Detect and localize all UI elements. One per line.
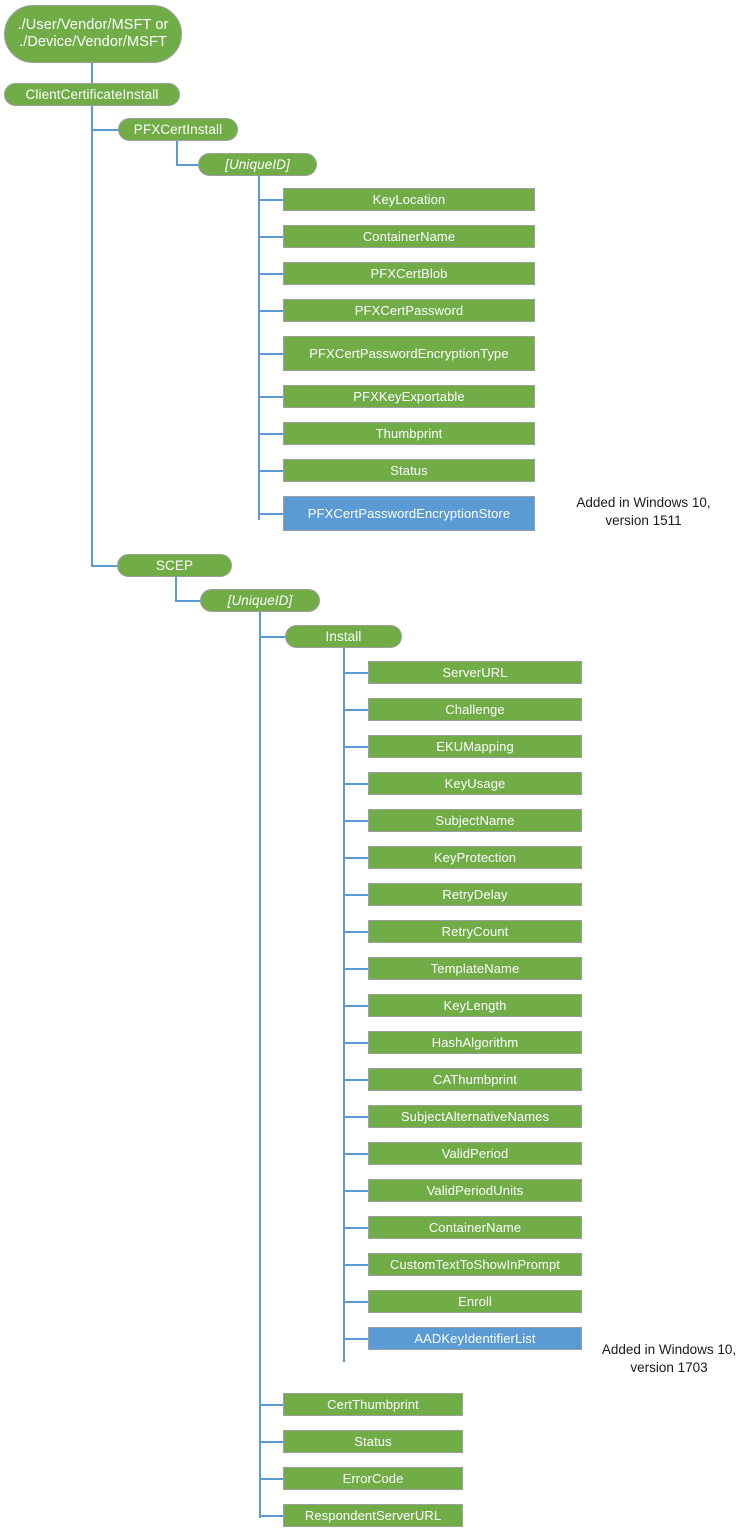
node-leaf[interactable]: EKUMapping <box>368 735 582 758</box>
node-root[interactable]: ./User/Vendor/MSFT or ./Device/Vendor/MS… <box>4 5 182 63</box>
connector-stub <box>343 1005 368 1007</box>
connector-stub <box>343 894 368 896</box>
connector-stub <box>258 433 283 435</box>
connector-stub <box>343 709 368 711</box>
connector-stub <box>343 1264 368 1266</box>
node-leaf[interactable]: ValidPeriod <box>368 1142 582 1165</box>
node-leaf[interactable]: RetryDelay <box>368 883 582 906</box>
connector-stub <box>343 968 368 970</box>
node-pfx-unique-id[interactable]: [UniqueID] <box>198 153 317 176</box>
node-scep[interactable]: SCEP <box>117 554 232 577</box>
connector-stub <box>343 1338 368 1340</box>
node-leaf[interactable]: CustomTextToShowInPrompt <box>368 1253 582 1276</box>
connector-stub <box>259 1404 283 1406</box>
connector-stub <box>258 199 283 201</box>
connector-stub <box>258 353 283 355</box>
node-leaf[interactable]: Status <box>283 459 535 482</box>
node-leaf[interactable]: Challenge <box>368 698 582 721</box>
connector-stub <box>259 1515 283 1517</box>
connector-stub <box>258 310 283 312</box>
node-leaf[interactable]: KeyUsage <box>368 772 582 795</box>
node-leaf[interactable]: ServerURL <box>368 661 582 684</box>
connector-stub <box>343 931 368 933</box>
connector-scep-to-uniqueid <box>175 600 201 602</box>
connector-stub <box>258 236 283 238</box>
node-leaf[interactable]: HashAlgorithm <box>368 1031 582 1054</box>
node-client-certificate-install[interactable]: ClientCertificateInstall <box>4 83 180 106</box>
node-leaf[interactable]: Enroll <box>368 1290 582 1313</box>
connector-stub <box>259 1441 283 1443</box>
connector-main-trunk <box>91 105 93 566</box>
connector-stub <box>343 672 368 674</box>
node-leaf[interactable]: PFXCertPasswordEncryptionStore <box>283 496 535 531</box>
connector-to-pfxcertinstall <box>91 129 119 131</box>
connector-scep-uniqueid-to-install <box>259 636 286 638</box>
connector-stub <box>259 1478 283 1480</box>
connector-stub <box>343 746 368 748</box>
connector-pfxcertinstall-to-uniqueid <box>176 164 199 166</box>
node-leaf[interactable]: ContainerName <box>368 1216 582 1239</box>
node-leaf[interactable]: PFXKeyExportable <box>283 385 535 408</box>
connector-stub <box>343 1190 368 1192</box>
connector-stub <box>343 1153 368 1155</box>
connector-stub <box>258 513 283 515</box>
connector-pfxcertinstall-vertical <box>176 141 178 165</box>
connector-stub <box>343 1116 368 1118</box>
connector-to-scep <box>91 565 118 567</box>
node-leaf[interactable]: PFXCertBlob <box>283 262 535 285</box>
note-scep-added-version: Added in Windows 10, version 1703 <box>601 1342 737 1375</box>
node-leaf[interactable]: TemplateName <box>368 957 582 980</box>
connector-pfx-uniqueid-trunk <box>258 176 260 520</box>
node-leaf[interactable]: RetryCount <box>368 920 582 943</box>
node-leaf[interactable]: ContainerName <box>283 225 535 248</box>
note-pfx-added-version: Added in Windows 10, version 1511 <box>576 495 711 528</box>
node-leaf[interactable]: KeyLength <box>368 994 582 1017</box>
connector-stub <box>258 273 283 275</box>
node-leaf[interactable]: PFXCertPassword <box>283 299 535 322</box>
connector-stub <box>258 396 283 398</box>
connector-root-vertical <box>91 62 93 84</box>
node-leaf[interactable]: ErrorCode <box>283 1467 463 1490</box>
connector-stub <box>343 820 368 822</box>
node-leaf[interactable]: AADKeyIdentifierList <box>368 1327 582 1350</box>
connector-stub <box>343 1042 368 1044</box>
connector-stub <box>343 857 368 859</box>
connector-stub <box>258 470 283 472</box>
node-leaf[interactable]: Thumbprint <box>283 422 535 445</box>
connector-scep-vertical <box>175 577 177 601</box>
connector-scep-uniqueid-trunk <box>259 612 261 1518</box>
node-leaf[interactable]: SubjectName <box>368 809 582 832</box>
connector-stub <box>343 783 368 785</box>
connector-stub <box>343 1079 368 1081</box>
node-leaf[interactable]: PFXCertPasswordEncryptionType <box>283 336 535 371</box>
node-install[interactable]: Install <box>285 625 402 648</box>
node-leaf[interactable]: KeyLocation <box>283 188 535 211</box>
node-leaf[interactable]: SubjectAlternativeNames <box>368 1105 582 1128</box>
node-pfx-cert-install[interactable]: PFXCertInstall <box>118 118 238 141</box>
node-leaf[interactable]: Status <box>283 1430 463 1453</box>
node-leaf[interactable]: ValidPeriodUnits <box>368 1179 582 1202</box>
connector-stub <box>343 1227 368 1229</box>
node-leaf[interactable]: CAThumbprint <box>368 1068 582 1091</box>
node-leaf[interactable]: CertThumbprint <box>283 1393 463 1416</box>
node-leaf[interactable]: KeyProtection <box>368 846 582 869</box>
node-scep-unique-id[interactable]: [UniqueID] <box>200 589 320 612</box>
node-leaf[interactable]: RespondentServerURL <box>283 1504 463 1527</box>
connector-stub <box>343 1301 368 1303</box>
